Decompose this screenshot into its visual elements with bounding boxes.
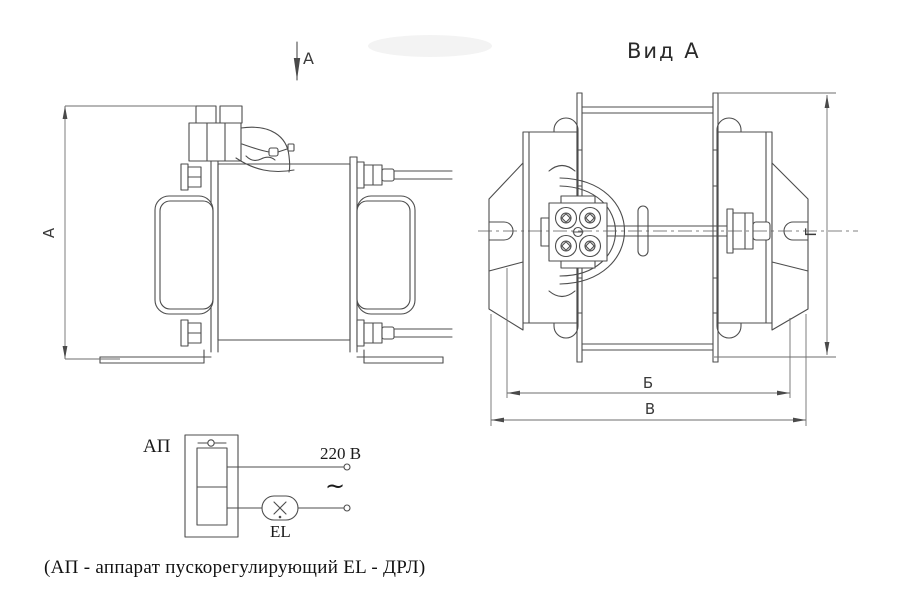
coil-right — [356, 195, 416, 315]
bracket-left — [488, 162, 524, 331]
terminal-block — [188, 105, 243, 162]
coil-cylinder — [581, 106, 714, 351]
wire-loops — [548, 164, 649, 298]
section-arrow-label: А — [303, 49, 314, 68]
view-title: Вид А — [627, 39, 701, 63]
mains-terminal-top — [343, 463, 351, 471]
schematic-wires — [226, 463, 351, 512]
mounting-foot-left — [99, 349, 212, 364]
dimension-width-b: Б — [506, 268, 791, 398]
watermark-smudge — [368, 35, 492, 57]
lamp-symbol — [261, 495, 299, 521]
coil-left — [154, 195, 214, 315]
terminal-dot — [207, 439, 215, 447]
lead-wires — [235, 126, 295, 173]
flange-ticks — [576, 149, 719, 314]
dimension-a-label: А — [40, 227, 58, 238]
caption: (АП - аппарат пускорегулирующий EL - ДРЛ… — [44, 557, 426, 578]
core-lamination — [217, 163, 351, 341]
dimension-height-a: А — [40, 105, 196, 360]
dimension-v-label: В — [645, 400, 655, 418]
wiring-schematic: АП 220 В ~ EL — [143, 434, 361, 541]
side-view: Вид А — [478, 39, 858, 363]
ballast-label: АП — [143, 436, 171, 457]
bobbin-flange-right — [712, 92, 719, 363]
ballast-symbol — [184, 434, 239, 538]
dimension-b-label: Б — [643, 374, 653, 392]
wire-connector — [268, 147, 279, 157]
bolt-bottom-left — [180, 319, 202, 347]
dimension-g-label: Г — [802, 227, 820, 236]
bracket-right — [771, 162, 809, 331]
bolt-top-right — [356, 161, 453, 189]
dimension-height-g: Г — [714, 92, 836, 358]
mains-terminal-bottom — [343, 504, 351, 512]
front-view — [99, 105, 453, 364]
mounting-foot-right — [356, 349, 444, 364]
ac-symbol: ~ — [325, 472, 345, 500]
bolt-top-left — [180, 163, 202, 191]
terminal-block-end — [540, 195, 608, 269]
dimension-width-v: В — [490, 314, 807, 426]
section-arrow-head — [293, 58, 301, 80]
wire-tip — [287, 143, 295, 152]
screw-terminals — [554, 206, 602, 258]
lamp-label: EL — [270, 522, 291, 541]
section-arrow: А — [293, 41, 314, 81]
bolt-bottom-right — [356, 319, 453, 347]
mains-voltage-label: 220 В — [320, 444, 361, 463]
